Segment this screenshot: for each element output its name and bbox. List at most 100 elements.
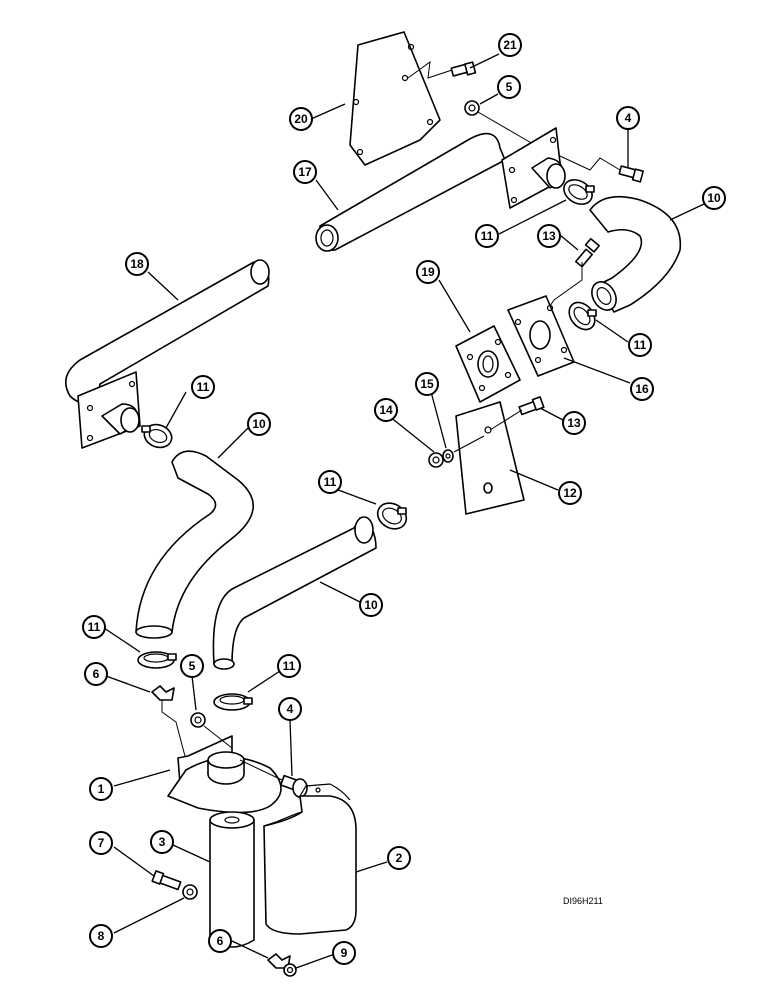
part-10-hose-upper-right: [589, 195, 682, 313]
part-14-nut: [428, 452, 444, 468]
part-10-hose-middle-left: [135, 450, 254, 639]
callout-8: 8: [89, 924, 113, 948]
svg-text:15: 15: [420, 377, 434, 391]
callout-11-upper-left: 11: [191, 375, 215, 399]
callout-6-lower: 6: [208, 929, 232, 953]
svg-text:3: 3: [159, 835, 166, 849]
svg-text:11: 11: [481, 229, 494, 243]
part-11-clamp-mid-right: [568, 301, 597, 331]
svg-text:7: 7: [98, 836, 105, 850]
svg-text:1: 1: [98, 782, 105, 796]
svg-text:18: 18: [130, 257, 144, 271]
leader-13-lower: [489, 409, 523, 431]
callout-11-top: 11: [475, 224, 499, 248]
leader-4-top: [559, 155, 621, 171]
svg-text:20: 20: [294, 112, 308, 126]
part-3-filter-cylinder: [209, 811, 255, 948]
part-11-clamp-upper-left: [141, 423, 173, 449]
part-10-hose-middle-right: [212, 516, 377, 670]
svg-text:14: 14: [379, 403, 393, 417]
callout-16: 16: [630, 377, 654, 401]
part-6-wing-nut-lower: [267, 953, 291, 969]
svg-text:16: 16: [635, 382, 649, 396]
svg-text:2: 2: [396, 851, 403, 865]
callout-6-upper: 6: [84, 662, 108, 686]
svg-text:10: 10: [707, 191, 721, 205]
part-11-clamp-upper-right: [563, 179, 595, 205]
callout-11-lower-right: 11: [277, 654, 301, 678]
leader-5-to-flange: [477, 111, 541, 149]
callout-2: 2: [387, 846, 411, 870]
leader-4-to-bracket: [239, 759, 283, 781]
svg-text:11: 11: [283, 659, 296, 673]
part-13-bolt-upper: [574, 237, 600, 268]
svg-text:21: 21: [503, 38, 517, 52]
part-6-wing-nut-upper: [151, 685, 175, 701]
part-4-bolt-top: [618, 165, 644, 183]
part-19-gasket: [455, 325, 521, 403]
part-15-washer: [442, 449, 454, 463]
callout-bubbles: 21 5 20 4 17 10 11 13 18 19 11 16 11 14 …: [82, 33, 726, 965]
callout-14: 14: [374, 398, 398, 422]
leader-21-to-20: [407, 60, 453, 79]
callout-9: 9: [332, 941, 356, 965]
svg-text:4: 4: [287, 702, 294, 716]
callout-17: 17: [293, 160, 317, 184]
part-18-pipe: [64, 259, 270, 449]
callout-21: 21: [498, 33, 522, 57]
svg-text:17: 17: [298, 165, 312, 179]
svg-text:11: 11: [634, 338, 647, 352]
callout-20: 20: [289, 107, 313, 131]
svg-text:8: 8: [98, 929, 105, 943]
svg-text:5: 5: [506, 80, 513, 94]
callout-7: 7: [89, 831, 113, 855]
svg-text:9: 9: [341, 946, 348, 960]
part-16-plate: [507, 295, 575, 377]
callout-11-middle: 11: [318, 470, 342, 494]
part-9-nut: [283, 963, 297, 977]
part-13-bolt-lower: [518, 396, 545, 416]
leader-5-to-bracket: [203, 725, 233, 749]
part-8-nut: [182, 884, 198, 900]
callout-3: 3: [150, 830, 174, 854]
part-20-cover-plate: [349, 31, 441, 166]
callout-10-top: 10: [702, 186, 726, 210]
svg-text:4: 4: [625, 111, 632, 125]
callout-10-mid-right: 10: [359, 593, 383, 617]
part-11-clamp-lower-left: [137, 651, 177, 669]
leader-15-to-12: [453, 435, 485, 453]
svg-text:6: 6: [217, 934, 224, 948]
part-11-clamp-lower-right: [213, 693, 253, 711]
part-12-plate: [455, 401, 525, 515]
callout-5-lower: 5: [180, 654, 204, 678]
svg-text:12: 12: [563, 486, 577, 500]
callout-19: 19: [416, 260, 440, 284]
part-5-nut-top: [464, 100, 480, 116]
callout-11-mid-right: 11: [628, 333, 652, 357]
callout-10-mid-left: 10: [247, 412, 271, 436]
callout-12: 12: [558, 481, 582, 505]
svg-text:11: 11: [197, 380, 210, 394]
callout-11-lower-left: 11: [82, 615, 106, 639]
callout-13-lower: 13: [562, 411, 586, 435]
callout-4-top: 4: [616, 106, 640, 130]
part-5-nut-lower: [190, 712, 206, 728]
part-17-pipe: [315, 127, 566, 252]
svg-text:11: 11: [324, 475, 337, 489]
callout-1: 1: [89, 777, 113, 801]
callout-5-top: 5: [497, 75, 521, 99]
svg-text:5: 5: [189, 659, 196, 673]
svg-text:10: 10: [252, 417, 266, 431]
part-1-bracket-base: [167, 735, 282, 814]
part-21-bolt: [450, 61, 477, 77]
callout-18: 18: [125, 252, 149, 276]
part-7-bolt: [151, 870, 182, 891]
svg-text:10: 10: [364, 598, 378, 612]
part-2-housing: [263, 783, 357, 935]
svg-text:11: 11: [88, 620, 101, 634]
callout-4-lower: 4: [278, 697, 302, 721]
svg-text:13: 13: [567, 416, 581, 430]
part-11-clamp-middle: [376, 502, 408, 530]
svg-text:6: 6: [93, 667, 100, 681]
